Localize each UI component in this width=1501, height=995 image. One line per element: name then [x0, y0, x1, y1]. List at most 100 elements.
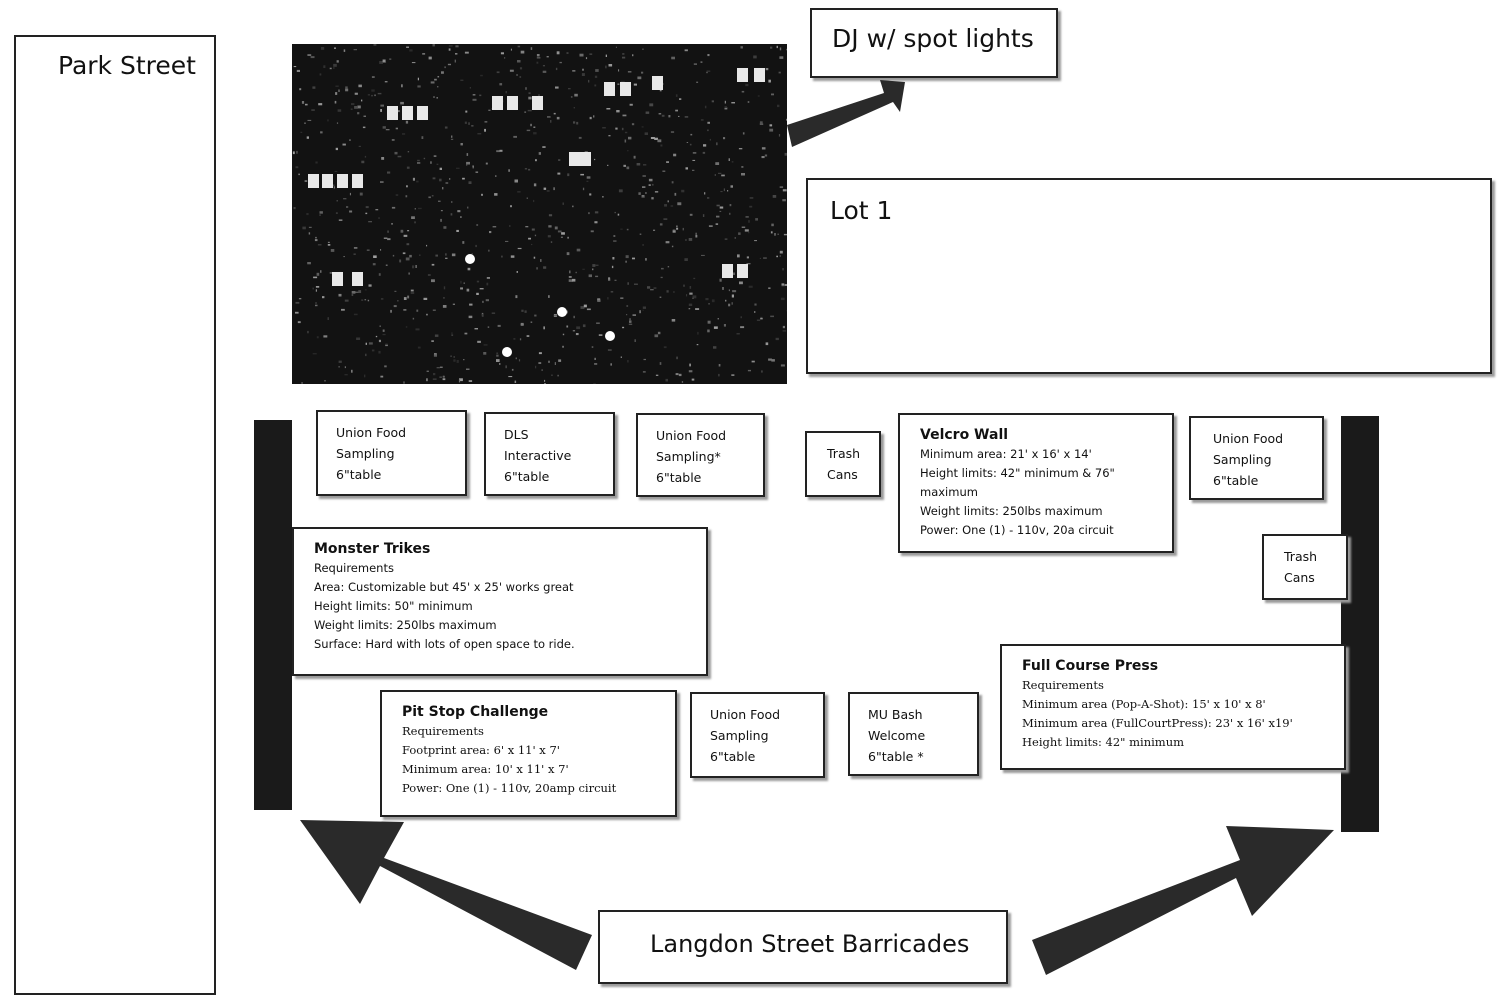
- photo-speckle: [606, 108, 610, 110]
- photo-speckle: [725, 101, 726, 104]
- photo-window: [402, 106, 413, 120]
- photo-speckle: [561, 237, 563, 238]
- photo-window: [737, 68, 748, 82]
- monster-trikes-box: Monster Trikes Requirements Area: Custom…: [292, 527, 708, 676]
- photo-speckle: [316, 289, 317, 291]
- photo-speckle: [653, 230, 655, 231]
- photo-speckle: [757, 320, 760, 322]
- photo-speckle: [355, 292, 359, 293]
- photo-speckle: [591, 230, 594, 232]
- photo-speckle: [464, 283, 465, 284]
- photo-speckle: [589, 274, 592, 277]
- photo-speckle: [484, 129, 486, 132]
- photo-speckle: [692, 160, 695, 161]
- photo-speckle: [720, 207, 724, 209]
- photo-speckle: [378, 93, 382, 94]
- photo-speckle: [535, 366, 536, 369]
- photo-speckle: [321, 47, 324, 50]
- photo-speckle: [433, 379, 437, 380]
- photo-speckle: [676, 94, 678, 97]
- photo-speckle: [533, 132, 537, 134]
- photo-speckle: [513, 338, 515, 340]
- photo-speckle: [693, 278, 695, 279]
- photo-speckle: [412, 62, 416, 63]
- photo-speckle: [471, 125, 473, 126]
- photo-speckle: [465, 333, 468, 335]
- photo-speckle: [715, 162, 719, 165]
- photo-speckle: [663, 218, 667, 219]
- photo-speckle: [443, 305, 447, 308]
- photo-speckle: [576, 326, 580, 329]
- photo-speckle: [501, 52, 504, 54]
- photo-speckle: [293, 151, 295, 154]
- photo-speckle: [351, 109, 353, 110]
- photo-speckle: [689, 308, 691, 309]
- photo-speckle: [309, 227, 312, 228]
- photo-speckle: [729, 158, 730, 161]
- photo-speckle: [354, 49, 357, 50]
- photo-speckle: [613, 235, 615, 237]
- photo-speckle: [602, 127, 606, 128]
- photo-speckle: [641, 72, 643, 74]
- photo-speckle: [323, 65, 325, 68]
- photo-speckle: [741, 316, 742, 318]
- photo-speckle: [438, 76, 440, 77]
- photo-speckle: [689, 293, 692, 295]
- photo-speckle: [466, 369, 470, 370]
- photo-speckle: [434, 354, 437, 356]
- photo-speckle: [612, 257, 614, 260]
- photo-speckle: [707, 330, 710, 333]
- photo-speckle: [658, 332, 661, 334]
- photo-speckle: [477, 281, 479, 283]
- photo-speckle: [737, 254, 740, 257]
- photo-speckle: [516, 74, 518, 75]
- photo-speckle: [595, 276, 598, 277]
- table-line: 6"table: [656, 467, 763, 488]
- photo-speckle: [649, 184, 651, 186]
- photo-speckle: [298, 321, 301, 323]
- photo-speckle: [760, 317, 762, 318]
- photo-speckle: [373, 255, 377, 258]
- photo-speckle: [712, 100, 714, 102]
- photo-speckle: [576, 272, 577, 273]
- photo-speckle: [475, 328, 479, 329]
- photo-speckle: [411, 216, 415, 219]
- photo-speckle: [302, 227, 306, 230]
- photo-speckle: [762, 147, 766, 149]
- photo-speckle: [541, 369, 543, 371]
- photo-speckle: [569, 276, 572, 278]
- photo-speckle: [572, 279, 575, 282]
- photo-window: [754, 68, 765, 82]
- photo-speckle: [296, 151, 298, 154]
- photo-speckle: [783, 189, 787, 191]
- photo-speckle: [416, 328, 420, 330]
- photo-speckle: [786, 119, 787, 121]
- photo-speckle: [594, 85, 596, 87]
- photo-speckle: [539, 152, 541, 155]
- photo-speckle: [496, 150, 500, 152]
- photo-speckle: [434, 79, 437, 81]
- photo-speckle: [380, 181, 384, 183]
- photo-speckle: [587, 176, 591, 178]
- requirement-line: Requirements: [314, 559, 706, 578]
- photo-speckle: [476, 224, 478, 226]
- photo-speckle: [677, 202, 681, 205]
- photo-speckle: [725, 239, 728, 240]
- photo-speckle: [431, 81, 435, 83]
- photo-speckle: [299, 88, 301, 90]
- photo-speckle: [709, 225, 713, 226]
- photo-speckle: [566, 326, 568, 328]
- photo-speckle: [560, 62, 562, 63]
- photo-speckle: [596, 265, 599, 266]
- photo-speckle: [408, 151, 409, 152]
- photo-light: [502, 347, 512, 357]
- photo-speckle: [557, 51, 560, 54]
- photo-speckle: [544, 380, 545, 382]
- photo-speckle: [534, 183, 536, 186]
- photo-speckle: [626, 305, 628, 306]
- photo-speckle: [374, 44, 377, 45]
- velcro-wall-box: Velcro Wall Minimum area: 21' x 16' x 14…: [898, 413, 1174, 553]
- photo-speckle: [409, 49, 412, 51]
- photo-speckle: [537, 54, 540, 56]
- photo-window: [652, 76, 663, 90]
